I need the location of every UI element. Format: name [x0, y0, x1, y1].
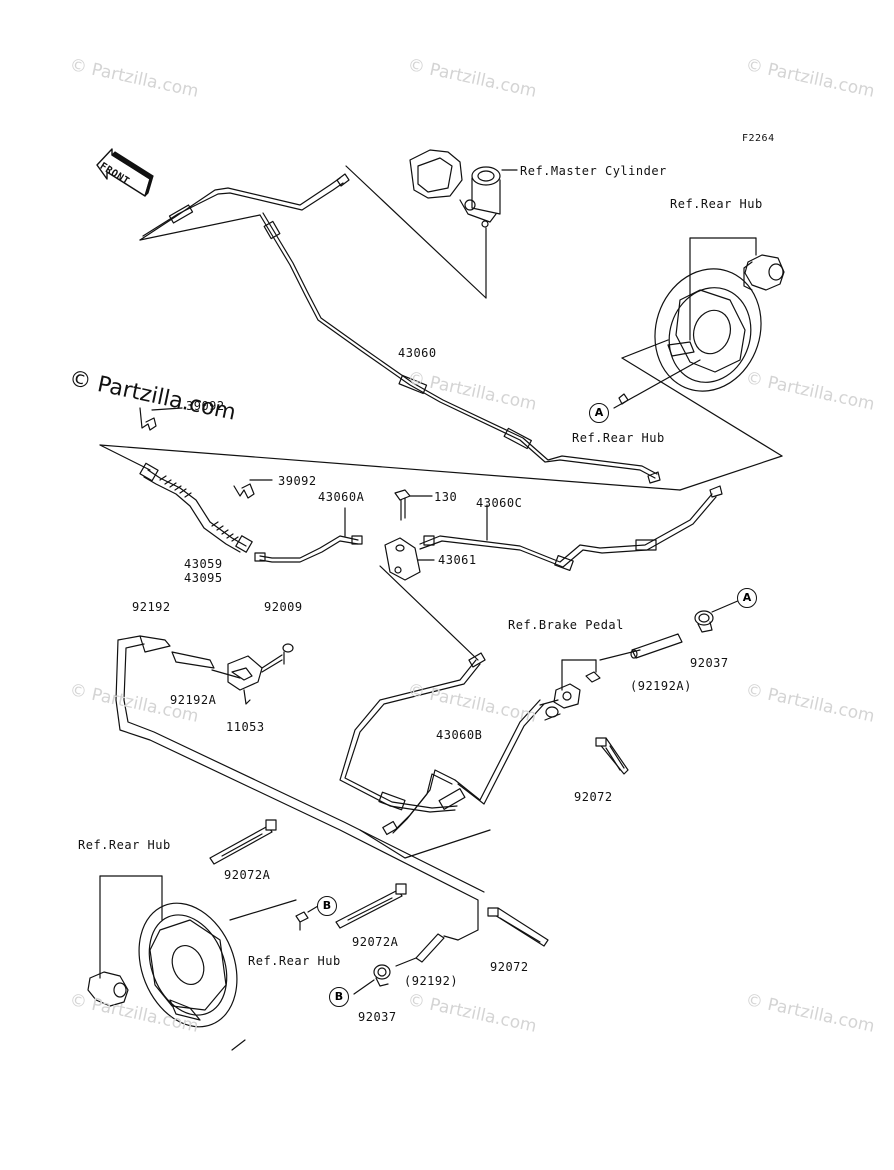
- label-92072-right: 92072: [574, 790, 613, 804]
- bleeder-b-top-icon: [295, 905, 319, 931]
- brake-hose-43059: [139, 462, 253, 553]
- label-92072A-left: 92072A: [224, 868, 271, 882]
- tube-92192A-right-icon: [630, 633, 683, 659]
- label-92192-paren: (92192): [404, 974, 459, 988]
- label-11053: 11053: [226, 720, 265, 734]
- leader-line: [99, 444, 681, 491]
- label-43060: 43060: [398, 346, 437, 360]
- label-130: 130: [434, 490, 458, 504]
- label-43059: 43059: [184, 557, 223, 571]
- tube-92192-bottom-icon: [395, 933, 459, 967]
- marker-a-right: A: [737, 588, 757, 608]
- label-43060A: 43060A: [318, 490, 365, 504]
- cable-tie-92072A-left-icon: [209, 819, 277, 865]
- label-92037-bottom: 92037: [358, 1010, 397, 1024]
- brake-pipe-43060B: [339, 565, 545, 859]
- rear-hub-top-icon: [613, 237, 785, 457]
- cable-tie-92072A-mid-icon: [335, 883, 407, 929]
- brake-tube-92192-route: [115, 635, 485, 941]
- label-43060B: 43060B: [436, 728, 483, 742]
- leader-line: [679, 455, 783, 491]
- brake-pipe-43060C: [419, 485, 723, 572]
- clamp-92037-right-icon: [694, 599, 741, 633]
- label-39092-top: 39092: [186, 399, 225, 413]
- clamp-92037-bottom-icon: [353, 964, 391, 995]
- cable-tie-92072-right-icon: [595, 737, 629, 775]
- label-92192A: 92192A: [170, 693, 217, 707]
- marker-b-bottom: B: [329, 987, 349, 1007]
- clip-39092-mid-icon: [233, 479, 273, 499]
- label-92192A-paren: (92192A): [630, 679, 692, 693]
- marker-a-left: A: [589, 403, 609, 423]
- label-92037-right: 92037: [690, 656, 729, 670]
- label-39092-mid: 39092: [278, 474, 317, 488]
- label-ref-rear-hub-top: Ref.Rear Hub: [670, 197, 763, 211]
- cable-tie-92072-bottom-icon: [487, 907, 549, 947]
- label-92192: 92192: [132, 600, 171, 614]
- label-ref-brake-pedal: Ref.Brake Pedal: [508, 618, 624, 632]
- label-43060C: 43060C: [476, 496, 523, 510]
- rear-hub-bottom-icon: [87, 875, 297, 1051]
- label-ref-master-cylinder: Ref.Master Cylinder: [520, 164, 667, 178]
- label-43061: 43061: [438, 553, 477, 567]
- joint-43061-icon: [384, 537, 435, 581]
- brake-pipe-43060: [139, 165, 661, 484]
- leader-line: [99, 444, 151, 471]
- label-ref-rear-hub-left: Ref.Rear Hub: [78, 838, 171, 852]
- label-92072A-mid: 92072A: [352, 935, 399, 949]
- marker-b-top: B: [317, 896, 337, 916]
- label-ref-rear-hub-mid: Ref.Rear Hub: [572, 431, 665, 445]
- brake-pipe-43060A: [254, 507, 363, 563]
- master-cylinder-icon: [409, 149, 518, 299]
- clip-39092-top-icon: [139, 407, 183, 431]
- switch-11053-icon: [227, 643, 294, 705]
- brake-pedal-switch-icon: [539, 649, 641, 721]
- label-ref-rear-hub-bottom: Ref.Rear Hub: [248, 954, 341, 968]
- figure-code: F2264: [742, 133, 775, 144]
- bolt-130-icon: [394, 489, 433, 521]
- front-arrow-icon: [96, 148, 154, 197]
- label-92072-bottom: 92072: [490, 960, 529, 974]
- label-92009: 92009: [264, 600, 303, 614]
- label-43095: 43095: [184, 571, 223, 585]
